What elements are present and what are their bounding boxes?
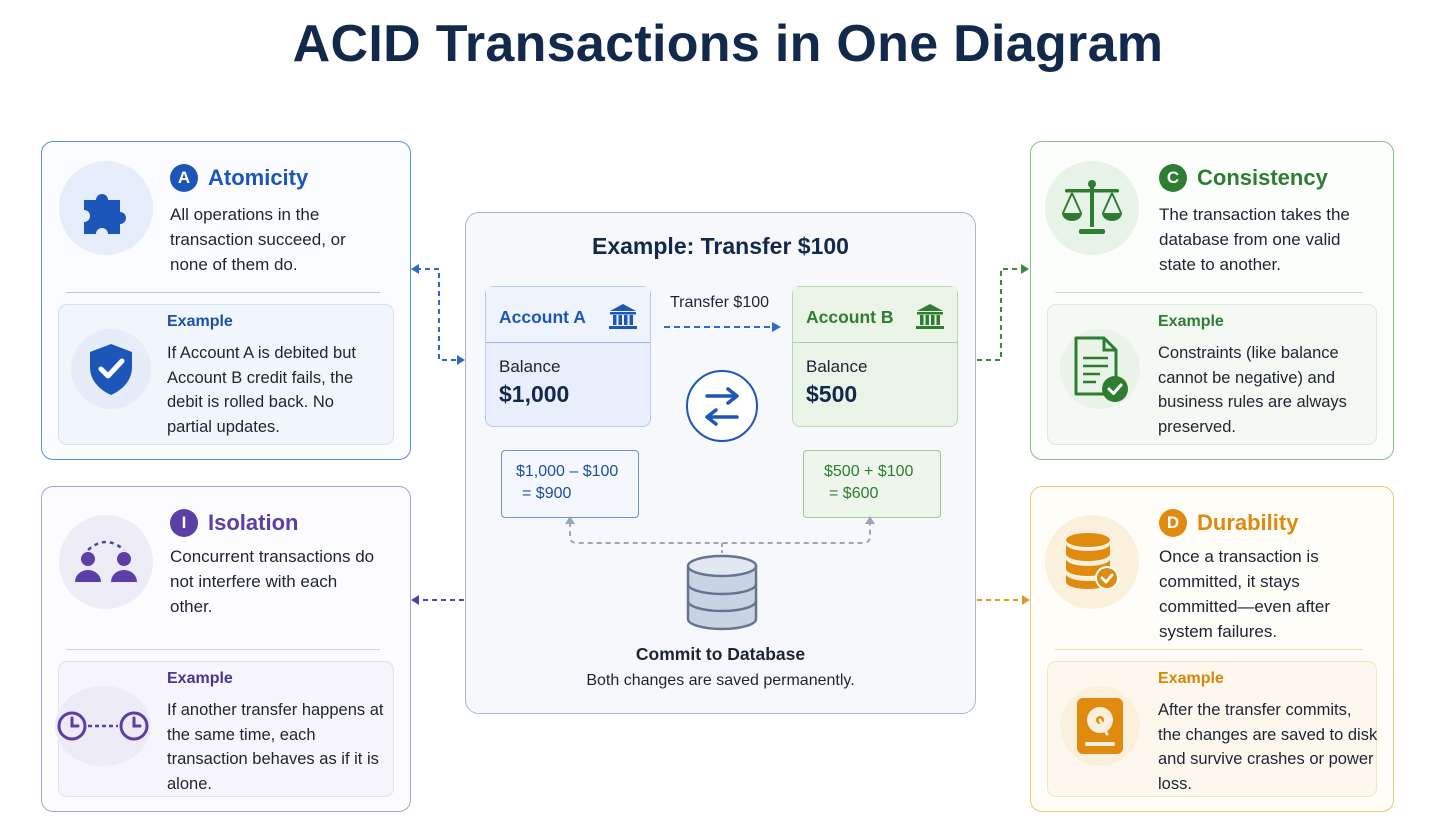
account-b-balance: $500 [806,381,858,407]
two-users-icon [59,515,153,609]
divider [1055,649,1363,650]
isolation-card: I Isolation Concurrent transactions do n… [41,486,411,812]
durability-card: D Durability Once a transaction is commi… [1030,486,1394,812]
puzzle-piece-icon [59,161,153,255]
transfer-label: Transfer $100 [670,294,770,311]
database-check-icon [1045,515,1139,609]
durability-badge: D [1159,509,1187,537]
two-clocks-icon [55,686,151,766]
account-b-card: Account B Balance $500 [792,286,958,427]
account-b-calculation: $500 + $100 = $600 [803,450,941,518]
durability-connector-arrow [977,595,1030,605]
consistency-card: C Consistency The transaction takes the … [1030,141,1394,460]
divider [1055,292,1363,293]
commit-title: Commit to Database [635,644,806,664]
consistency-title: Consistency [1197,165,1328,190]
atomicity-example-text: If Account A is debited but Account B cr… [167,344,356,436]
account-a-header: Account A [486,287,650,343]
isolation-header: I Isolation [170,509,298,537]
divider [66,649,380,650]
consistency-header: C Consistency [1159,164,1328,192]
account-a-card: Account A Balance $1,000 [485,286,651,427]
checked-document-icon [1060,329,1140,409]
durability-example: Example After the transfer commits, the … [1047,661,1377,797]
hard-disk-icon [1060,686,1140,766]
durability-title: Durability [1197,510,1299,535]
account-a-calc-line1: $1,000 – $100 [516,463,619,480]
isolation-example: Example If another transfer happens at t… [55,661,394,797]
account-a-name: Account A [499,307,586,327]
atomicity-example: Example If Account A is debited but Acco… [58,304,394,445]
atomicity-title: Atomicity [208,165,309,190]
page-title: ACID Transactions in One Diagram [292,15,1164,73]
example-label: Example [1158,670,1224,687]
account-a-balance: $1,000 [499,381,570,407]
shield-check-icon [71,329,151,409]
durability-description: Once a transaction is committed, it stay… [1159,547,1331,641]
account-b-balance-label: Balance [806,357,868,376]
bank-icon [608,302,638,335]
isolation-example-text: If another transfer happens at the same … [167,701,384,793]
account-b-header: Account B [793,287,957,343]
isolation-badge: I [170,509,198,537]
atomicity-card: A Atomicity All operations in the transa… [41,141,411,460]
atomicity-header: A Atomicity [170,164,308,192]
consistency-description: The transaction takes the database from … [1159,205,1350,274]
bank-icon [915,302,945,335]
atomicity-description: All operations in the transaction succee… [170,205,346,274]
scales-icon [1045,161,1139,255]
account-b-calc-line2: = $600 [829,485,879,502]
durability-header: D Durability [1159,509,1298,537]
transfer-example-panel: Example: Transfer $100 Account A Balance… [465,212,976,714]
consistency-connector-arrow [977,264,1029,361]
isolation-connector-arrow [411,595,464,605]
transfer-example-title: Example: Transfer $100 [592,233,849,259]
atomicity-badge: A [170,164,198,192]
consistency-example-text: Constraints (like balance cannot be nega… [1158,344,1347,436]
example-label: Example [1158,313,1224,330]
example-label: Example [167,313,233,330]
commit-subtitle: Both changes are saved permanently. [586,672,855,689]
consistency-example: Example Constraints (like balance cannot… [1047,304,1377,445]
account-a-calculation: $1,000 – $100 = $900 [501,450,639,518]
atomicity-connector-arrow [411,264,465,365]
durability-example-text: After the transfer commits, the changes … [1158,701,1378,793]
isolation-description: Concurrent transactions do not interfere… [170,547,375,616]
example-label: Example [167,670,233,687]
divider [66,292,380,293]
account-b-calc-line1: $500 + $100 [824,463,914,480]
isolation-title: Isolation [208,510,299,535]
account-a-calc-line2: = $900 [522,485,572,502]
account-b-name: Account B [806,307,894,327]
account-a-balance-label: Balance [499,357,561,376]
consistency-badge: C [1159,164,1187,192]
